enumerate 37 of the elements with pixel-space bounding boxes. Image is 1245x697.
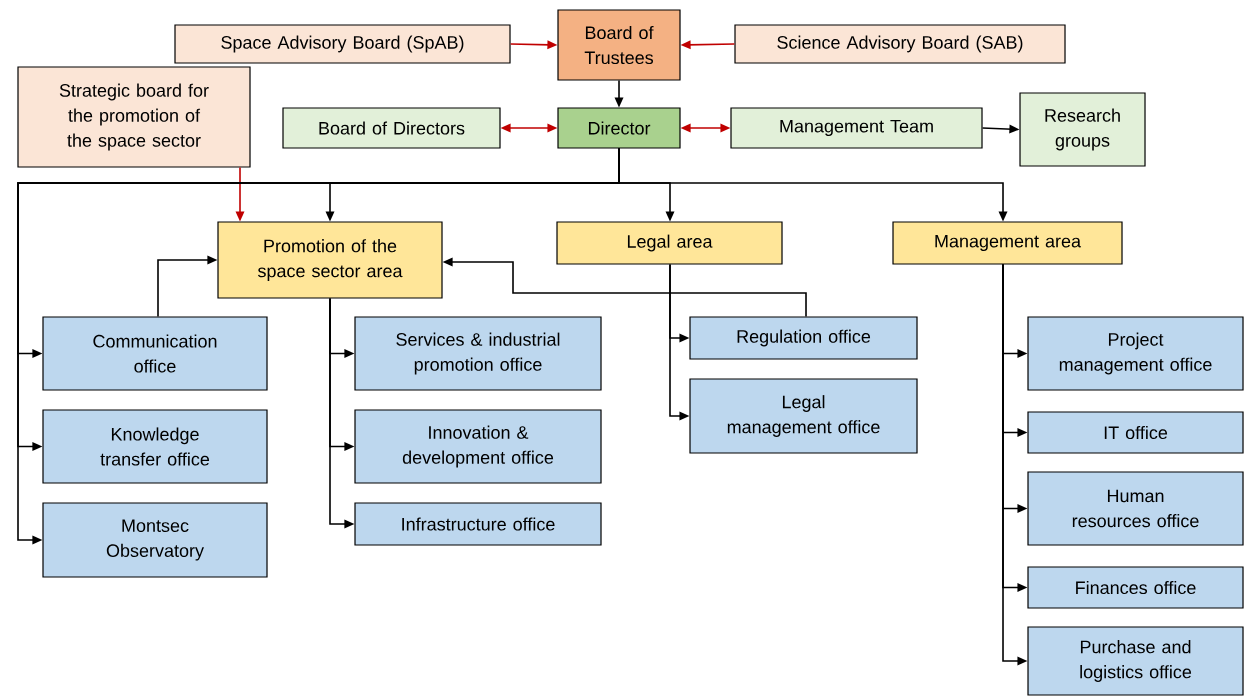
team-box: Management Team bbox=[730, 107, 983, 149]
area-box: Management area bbox=[892, 221, 1123, 265]
arrow bbox=[680, 40, 736, 50]
arrow bbox=[981, 124, 1020, 134]
office-box: Legal management office bbox=[689, 378, 918, 454]
arrow bbox=[329, 297, 355, 529]
office-box: Purchase and logistics office bbox=[1027, 626, 1244, 696]
office-box: Services & industrial promotion office bbox=[354, 316, 602, 391]
office-box: Infrastructure office bbox=[354, 502, 602, 546]
arrow bbox=[669, 263, 690, 421]
arrow bbox=[1002, 263, 1028, 666]
director-box: Director bbox=[557, 107, 681, 149]
arrow bbox=[509, 40, 558, 50]
office-box: Human resources office bbox=[1027, 471, 1244, 546]
arrow bbox=[235, 166, 245, 222]
arrow bbox=[157, 255, 218, 318]
team-box: Research groups bbox=[1019, 92, 1146, 167]
arrow bbox=[614, 79, 624, 108]
office-box: Montsec Observatory bbox=[42, 502, 268, 578]
area-box: Legal area bbox=[556, 221, 783, 265]
arrow bbox=[17, 147, 620, 545]
arrow bbox=[442, 257, 807, 318]
office-box: Communication office bbox=[42, 316, 268, 391]
board-box: Science Advisory Board (SAB) bbox=[734, 24, 1066, 64]
board-box: Board of Trustees bbox=[557, 9, 681, 81]
office-box: Innovation & development office bbox=[354, 409, 602, 484]
arrow bbox=[500, 123, 558, 133]
office-box: Regulation office bbox=[689, 316, 918, 360]
board-box: Strategic board for the promotion of the space sector bbox=[17, 66, 251, 168]
board-box: Space Advisory Board (SpAB) bbox=[174, 24, 511, 64]
office-box: Knowledge transfer office bbox=[42, 409, 268, 484]
office-box: Project management office bbox=[1027, 316, 1244, 391]
office-box: Finances office bbox=[1027, 566, 1244, 609]
office-box: IT office bbox=[1027, 411, 1244, 454]
arrow bbox=[680, 123, 731, 133]
area-box: Promotion of the space sector area bbox=[217, 221, 443, 299]
board-box: Board of Directors bbox=[282, 107, 501, 149]
